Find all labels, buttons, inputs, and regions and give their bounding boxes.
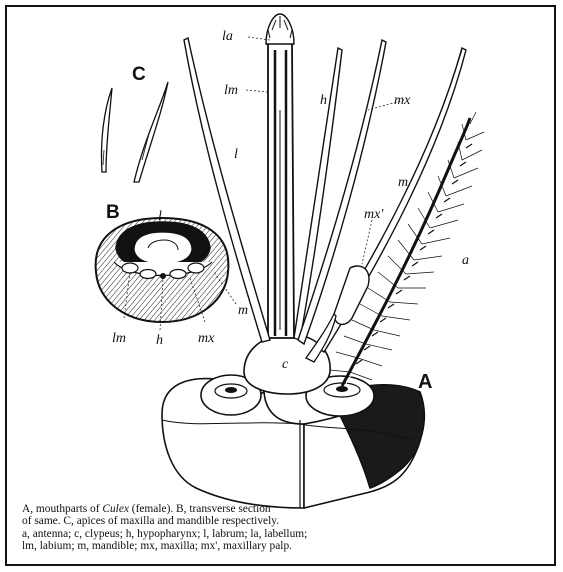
label-antenna: a [462,253,469,268]
caption-line-1: A, mouthparts of Culex (female). B, tran… [22,503,552,515]
label-clypeus: c [282,357,289,372]
caption-genus: Culex [102,503,129,515]
label-panel-b: B [106,202,120,223]
caption-line-3: a, antenna; c, clypeus; h, hypopharynx; … [22,528,552,540]
maxillary-palp [334,266,369,324]
label-labellum: la [222,29,233,44]
label-panel-a: A [418,371,432,393]
label-labium-top: lm [224,83,238,98]
label-maxilla-top: mx [394,93,411,108]
panel-c-apices [101,82,168,182]
label-hypopharynx: h [320,93,327,108]
figure-caption: A, mouthparts of Culex (female). B, tran… [22,503,552,553]
labium [268,42,294,338]
caption-line-2: of same. C, apices of maxilla and mandib… [22,515,552,527]
label-panel-c: C [132,64,146,85]
label-section-labium: lm [112,331,126,346]
antenna [330,112,484,386]
caption-line-4: lm, labium; m, mandible; mx, maxilla; mx… [22,540,552,552]
label-section-labrum: l [158,209,162,224]
label-labrum-top: l [234,147,238,162]
label-mandible: m [398,175,408,190]
label-section-mandible: m [238,303,248,318]
label-maxillary-palp: mx' [364,207,384,222]
panel-b-section [96,218,236,330]
label-section-hypopharynx: h [156,333,163,348]
label-section-maxilla: mx [198,331,215,346]
